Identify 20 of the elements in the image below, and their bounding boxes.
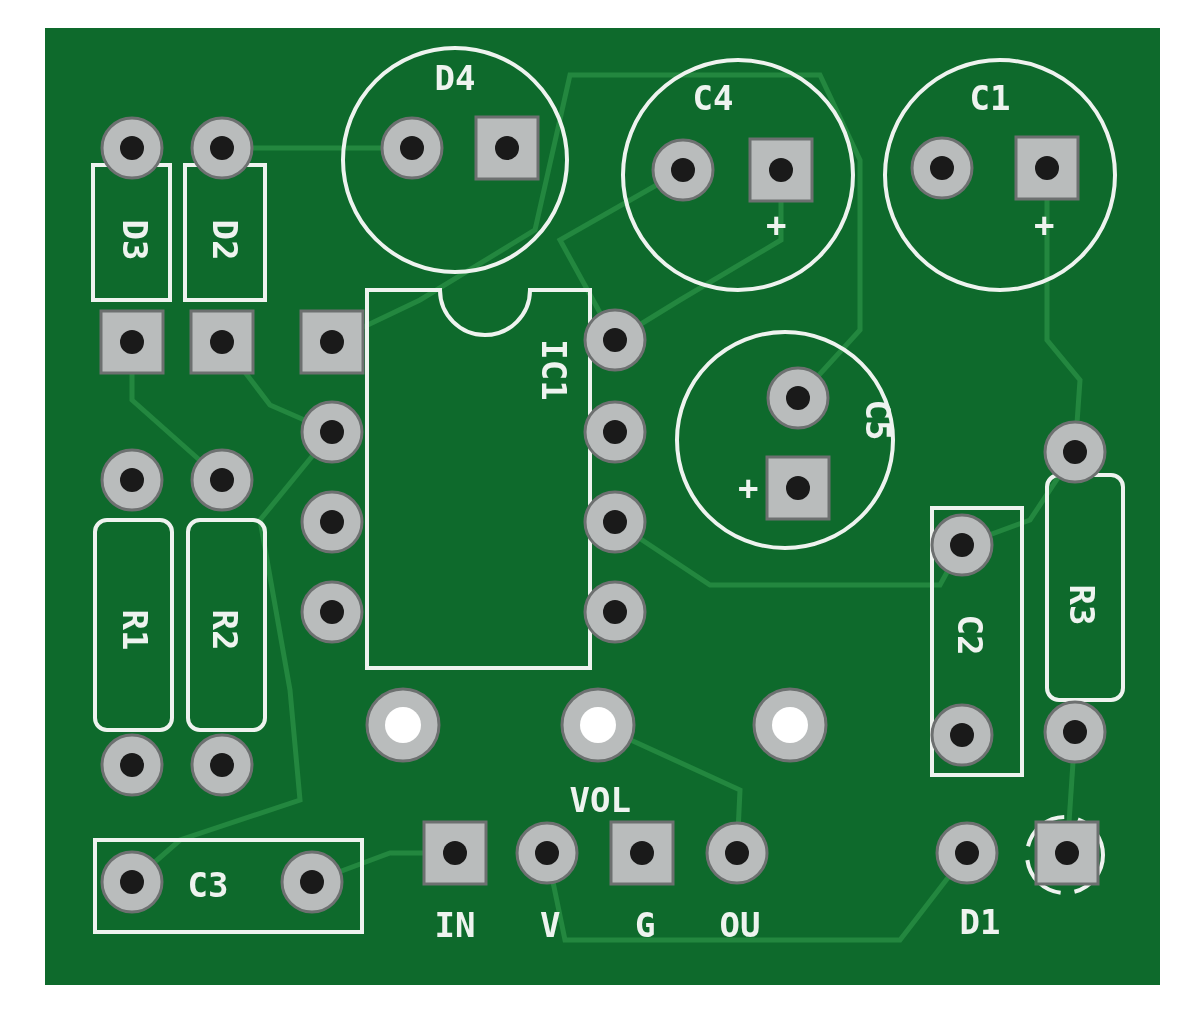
component-label: R1	[118, 609, 152, 651]
pin-label: V	[540, 908, 561, 942]
component-label: VOL	[569, 783, 631, 817]
pin-label: IN	[434, 908, 476, 942]
component-label: D2	[208, 219, 242, 261]
component-label: C1	[969, 81, 1011, 115]
component-label: D3	[118, 219, 152, 261]
component-label: R3	[1065, 584, 1099, 626]
component-label: C3	[187, 868, 229, 902]
component-label: C2	[953, 614, 987, 656]
component-label: R2	[208, 609, 242, 651]
pin-label: G	[635, 908, 656, 942]
component-label: D1	[959, 905, 1001, 939]
component-label: D4	[434, 61, 476, 95]
component-label: C4	[692, 81, 734, 115]
component-label: IC1	[536, 339, 571, 401]
polarity-mark: +	[1034, 208, 1055, 242]
polarity-mark: +	[766, 208, 787, 242]
polarity-mark: +	[738, 471, 759, 505]
pin-label: OU	[719, 908, 761, 942]
